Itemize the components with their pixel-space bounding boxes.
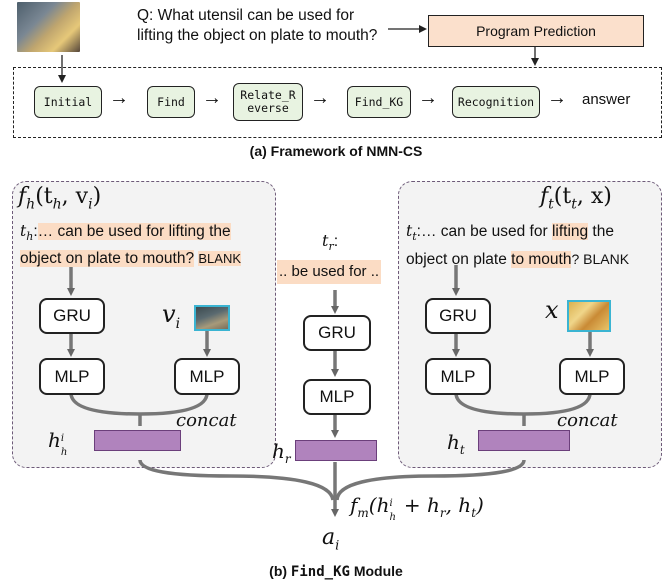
left-text-input: th:… can be used for lifting the object …	[20, 222, 242, 268]
pipeline-frame	[13, 67, 662, 138]
right-thumb-image	[567, 300, 611, 332]
right-h-bar	[478, 430, 570, 451]
input-image	[17, 2, 80, 52]
left-mlp-box-1: MLP	[39, 358, 105, 395]
module-find-kg-label: Find_KG	[354, 94, 404, 109]
question-text: Q: What utensil can be used for lifting …	[137, 6, 377, 46]
left-text-line2: object on plate to mouth?	[20, 250, 195, 268]
left-gru-box: GRU	[39, 298, 105, 334]
program-prediction-box: Program Prediction	[428, 15, 644, 47]
question-line-1: Q: What utensil can be used for	[137, 7, 355, 24]
middle-gru-box: GRU	[303, 315, 371, 351]
right-function-label: ft(tt, x)	[540, 184, 612, 213]
left-text-line1: … can be used for lifting the	[37, 223, 231, 240]
a-output-label: ai	[322, 525, 340, 554]
middle-t-label: tr:	[322, 231, 339, 254]
left-blank-token: BLANK	[198, 251, 242, 267]
module-find: Find	[147, 86, 195, 118]
module-relate-reverse-line1: Relate_R	[240, 88, 296, 102]
right-x-label: x	[545, 296, 559, 324]
right-concat-label: concat	[557, 410, 618, 431]
program-prediction-label: Program Prediction	[476, 23, 596, 39]
caption-a: (a) Framework of NMN-CS	[249, 143, 423, 159]
right-mlp-box-1: MLP	[425, 358, 491, 395]
right-text-line1-c: the	[588, 223, 614, 240]
middle-h-label: hr	[272, 439, 291, 466]
middle-mlp-box: MLP	[303, 379, 371, 415]
pipeline-arrow-5: →	[547, 87, 567, 109]
pipeline-arrow-2: →	[202, 87, 222, 109]
right-text-line2-c: ? BLANK	[571, 251, 630, 268]
right-text-line1-a: … can be used for	[420, 223, 552, 240]
left-h-bar	[94, 430, 181, 451]
right-gru-box: GRU	[425, 298, 491, 334]
right-h-label: ht	[447, 430, 465, 457]
left-function-label: fh(th, vi)	[18, 184, 102, 213]
left-thumb-image	[194, 305, 230, 331]
right-text-input: tt:… can be used for lifting the object …	[406, 222, 630, 269]
module-recognition: Recognition	[452, 86, 540, 118]
right-text-line1-b: lifting	[551, 223, 589, 240]
module-recognition-label: Recognition	[457, 94, 535, 109]
question-line-2: lifting the object on plate to mouth?	[137, 27, 378, 44]
pipeline-arrow-4: →	[418, 87, 438, 109]
right-text-line2-a: object on plate	[406, 251, 512, 269]
module-initial: Initial	[34, 86, 102, 118]
middle-h-bar	[295, 440, 377, 461]
pipeline-arrow-3: →	[310, 87, 330, 109]
caption-b: (b) Find_KG Module	[269, 563, 403, 580]
left-concat-label: concat	[176, 410, 237, 431]
right-mlp-box-2: MLP	[559, 358, 625, 395]
module-find-label: Find	[157, 94, 185, 109]
left-mlp-box-2: MLP	[174, 358, 240, 395]
module-relate-reverse: Relate_R everse	[233, 83, 303, 121]
answer-label: answer	[582, 91, 631, 108]
left-v-label: vi	[162, 300, 181, 332]
pipeline-arrow-1: →	[109, 87, 129, 109]
module-relate-reverse-line2: everse	[247, 101, 289, 115]
module-initial-label: Initial	[43, 94, 93, 109]
right-text-line2-b: to mouth	[511, 251, 572, 269]
middle-text: .. be used for ..	[277, 260, 382, 284]
module-find-kg: Find_KG	[347, 86, 411, 118]
